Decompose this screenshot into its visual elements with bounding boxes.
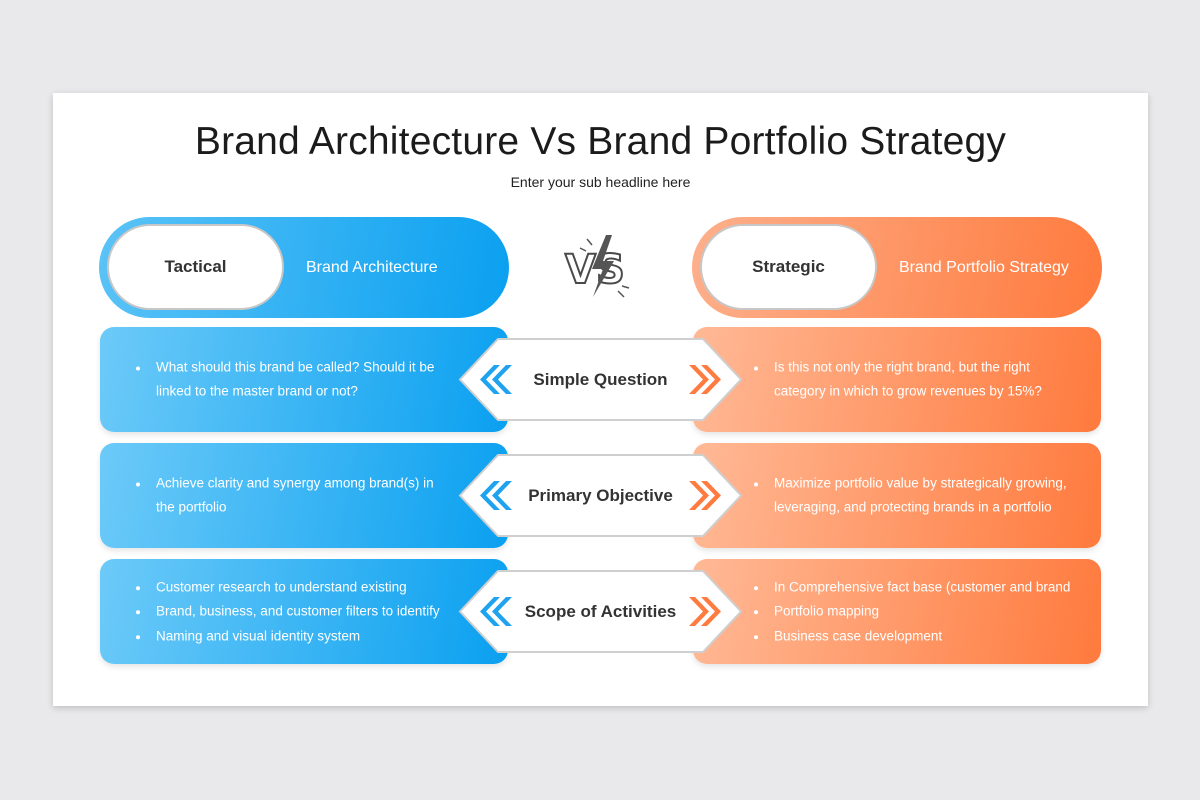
row-right-primary-objective: Maximize portfolio value by strategicall…: [693, 443, 1101, 548]
chevron-right-double-icon: [701, 481, 721, 510]
center-label-text: Primary Objective: [528, 486, 673, 505]
header-label-brand-architecture: Brand Architecture: [306, 259, 438, 276]
chevron-left-double-icon: [492, 481, 512, 510]
list-item: In Comprehensive fact base (customer and…: [750, 575, 1085, 600]
chevron-right-double-icon: [689, 481, 709, 510]
svg-text:VS: VS: [565, 247, 625, 293]
chevron-right-double-icon: [701, 597, 721, 626]
header-brand-portfolio-strategy: Strategic Brand Portfolio Strategy: [692, 217, 1102, 318]
header-pill-tactical: Tactical: [107, 224, 284, 310]
row-right-simple-question: Is this not only the right brand, but th…: [693, 327, 1101, 432]
center-label-text: Simple Question: [533, 370, 668, 389]
list-item: Business case development: [750, 624, 1085, 649]
bullet-list: What should this brand be called? Should…: [132, 355, 452, 404]
list-item: Is this not only the right brand, but th…: [750, 355, 1085, 404]
header-pill-strategic: Strategic: [700, 224, 877, 310]
center-label-primary-objective: Primary Objective: [458, 453, 743, 538]
header-label-brand-portfolio-strategy: Brand Portfolio Strategy: [899, 259, 1069, 276]
center-label-simple-question: Simple Question: [458, 337, 743, 422]
row-right-scope-of-activities: In Comprehensive fact base (customer and…: [693, 559, 1101, 664]
chevron-left-double-icon: [492, 365, 512, 394]
chevron-left-double-icon: [480, 597, 500, 626]
chevron-left-double-icon: [480, 481, 500, 510]
slide: Brand Architecture Vs Brand Portfolio St…: [53, 93, 1148, 706]
list-item: Portfolio mapping: [750, 599, 1085, 624]
list-item: Naming and visual identity system: [132, 624, 452, 649]
row-left-scope-of-activities: Customer research to understand existing…: [100, 559, 508, 664]
vs-lightning-icon: VS: [564, 235, 630, 298]
chevron-left-double-icon: [492, 597, 512, 626]
center-label-text: Scope of Activities: [524, 602, 677, 621]
row-left-simple-question: What should this brand be called? Should…: [100, 327, 508, 432]
header-brand-architecture: Tactical Brand Architecture: [99, 217, 509, 318]
list-item: What should this brand be called? Should…: [132, 355, 452, 404]
list-item: Customer research to understand existing: [132, 575, 452, 600]
bullet-list: Achieve clarity and synergy among brand(…: [132, 471, 452, 520]
chevron-right-double-icon: [689, 597, 709, 626]
center-label-scope-of-activities: Scope of Activities: [458, 569, 743, 654]
row-left-primary-objective: Achieve clarity and synergy among brand(…: [100, 443, 508, 548]
bullet-list: Is this not only the right brand, but th…: [750, 355, 1085, 404]
list-item: Achieve clarity and synergy among brand(…: [132, 471, 452, 520]
bullet-list: Customer research to understand existing…: [132, 575, 452, 649]
chevron-right-double-icon: [689, 365, 709, 394]
bullet-list: Maximize portfolio value by strategicall…: [750, 471, 1085, 520]
page-title: Brand Architecture Vs Brand Portfolio St…: [194, 120, 1007, 163]
chevron-left-double-icon: [480, 365, 500, 394]
page-subtitle: Enter your sub headline here: [510, 174, 691, 190]
chevron-right-double-icon: [701, 365, 721, 394]
bullet-list: In Comprehensive fact base (customer and…: [750, 575, 1085, 649]
list-item: Brand, business, and customer filters to…: [132, 599, 452, 624]
list-item: Maximize portfolio value by strategicall…: [750, 471, 1085, 520]
